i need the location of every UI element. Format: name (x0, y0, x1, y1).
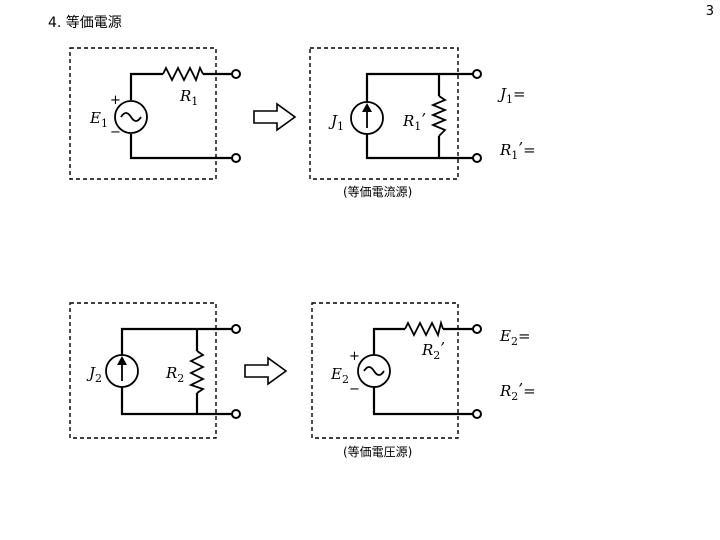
minus-sign: − (349, 382, 360, 397)
current-arrow-head-icon (362, 103, 372, 112)
minus-sign: − (110, 125, 121, 140)
resistor-r2-prime-label: R2’ (421, 339, 445, 362)
terminal-icon (472, 69, 482, 79)
current-source-circuit: J2 R2 (69, 302, 241, 439)
circuit-2-dashed-box (309, 47, 459, 180)
source-e1-label: E1 (89, 109, 108, 130)
circuit-4-top-left-wire (372, 327, 405, 355)
current-source-icon (105, 354, 139, 388)
circuit-3-top-wire (120, 327, 236, 355)
page-number: 3 (705, 4, 714, 19)
circuit-4-bottom-wire (372, 387, 477, 416)
current-arrow-head-icon (117, 356, 127, 365)
circuit-2-top-wire (365, 72, 477, 102)
answer-j1: J1= (497, 85, 526, 106)
circuit-1-dashed-box (69, 47, 217, 180)
resistor-r2-icon (188, 350, 206, 394)
resistor-r1-label: R1 (179, 87, 198, 108)
sine-wave-icon (363, 366, 385, 376)
circuit-4-dashed-box (311, 302, 459, 439)
slide-title: 4. 等価電源 (48, 15, 122, 31)
resistor-r2-prime-icon (404, 319, 444, 338)
resistor-r1-prime-icon (430, 95, 448, 137)
source-j2-label: J2 (86, 364, 102, 385)
circuit-1-bottom-wire (129, 134, 236, 160)
answer-r1-prime: R1’= (499, 139, 536, 162)
terminal-icon (231, 153, 241, 163)
terminal-icon (231, 324, 241, 334)
answer-r2-prime: R2’= (499, 380, 536, 403)
ac-voltage-source-icon (114, 100, 148, 134)
voltage-source-circuit: + − E1 R1 (69, 47, 241, 180)
source-e2-label: E2 (330, 365, 349, 386)
answer-e2: E2= (499, 327, 531, 348)
circuit-2-bottom-wire (365, 134, 477, 160)
equivalent-voltage-circuit: + − E2 R2’ (等価電圧源) E2= R2’= (311, 302, 536, 459)
circuit-3-dashed-box (69, 302, 217, 439)
terminal-icon (472, 409, 482, 419)
resistor-r1-prime-label: R1’ (402, 110, 426, 133)
transform-arrow-icon (253, 102, 297, 132)
circuit-1-top-left-wire (129, 72, 163, 100)
plus-sign: + (349, 349, 360, 364)
terminal-icon (231, 409, 241, 419)
sine-wave-icon (120, 112, 142, 122)
equivalent-current-caption: (等価電流源) (343, 185, 412, 199)
terminal-icon (472, 153, 482, 163)
transform-arrow-icon (244, 356, 288, 386)
resistor-r2-label: R2 (165, 364, 184, 385)
ac-voltage-source-icon (357, 354, 391, 388)
terminal-icon (231, 69, 241, 79)
terminal-icon (472, 324, 482, 334)
resistor-r1-icon (162, 65, 204, 83)
equivalent-voltage-caption: (等価電圧源) (343, 445, 412, 459)
source-j1-label: J1 (328, 112, 344, 133)
circuit-3-bottom-wire (120, 387, 236, 416)
plus-sign: + (110, 93, 121, 108)
current-source-icon (350, 101, 384, 135)
equivalent-current-circuit: J1 R1’ (等価電流源) J1= R1’= (309, 47, 536, 199)
